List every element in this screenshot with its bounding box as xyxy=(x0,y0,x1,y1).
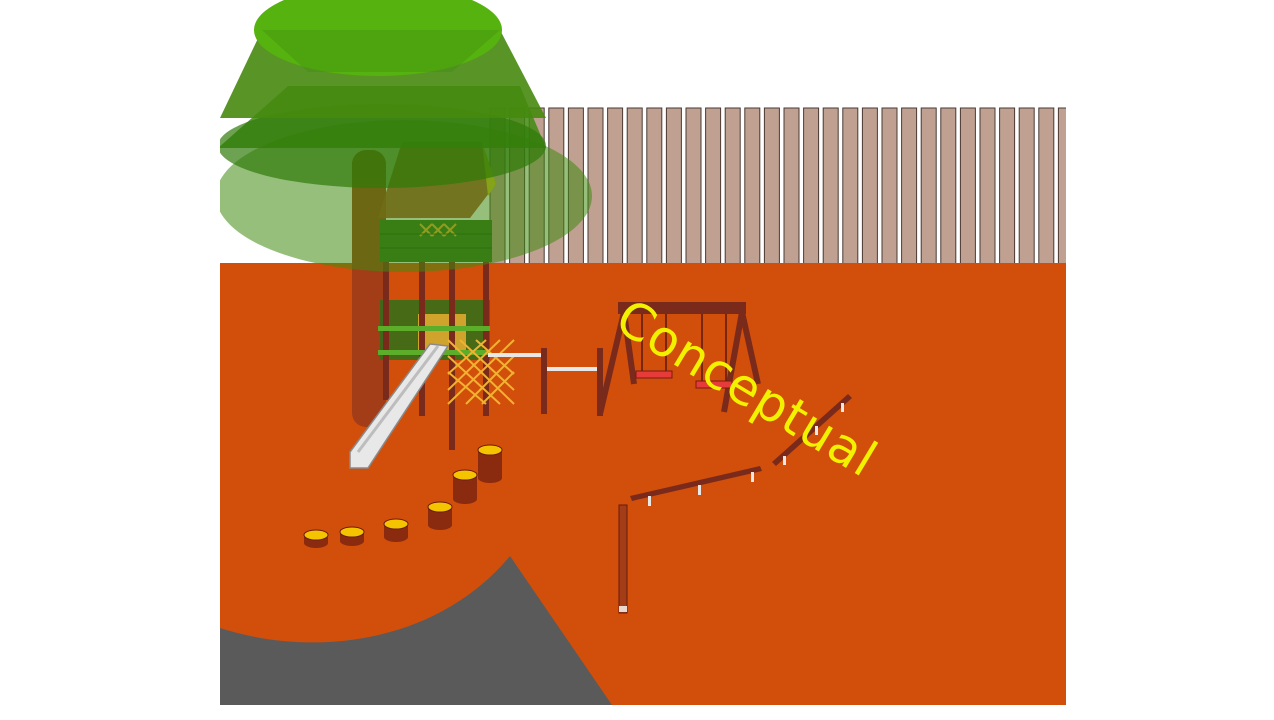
fence-plank xyxy=(607,107,624,265)
monkey-bars xyxy=(488,348,603,416)
fence-plank xyxy=(959,107,976,265)
fence-plank xyxy=(626,107,643,265)
fence-plank xyxy=(861,107,878,265)
fence-plank xyxy=(901,107,918,265)
fence-plank xyxy=(842,107,859,265)
fence-plank xyxy=(999,107,1016,265)
fence-plank xyxy=(705,107,722,265)
stump xyxy=(427,501,453,530)
stump xyxy=(383,518,409,542)
fence-plank xyxy=(646,107,663,265)
fence-plank xyxy=(979,107,996,265)
fence-plank xyxy=(803,107,820,265)
swing-beam xyxy=(618,302,746,314)
fence-plank xyxy=(940,107,957,265)
fence-plank xyxy=(665,107,682,265)
fence-plank xyxy=(744,107,761,265)
fence-plank xyxy=(1038,107,1055,265)
swing-seat xyxy=(695,380,733,389)
fence-plank xyxy=(1057,107,1066,265)
stump xyxy=(452,469,478,504)
balance-beam xyxy=(618,394,852,614)
stump xyxy=(339,526,365,546)
fence-plank xyxy=(783,107,800,265)
slide xyxy=(349,343,450,469)
fence-plank xyxy=(1018,107,1035,265)
gray-path xyxy=(220,556,612,705)
fence-plank xyxy=(920,107,937,265)
stump xyxy=(477,444,503,483)
wooden-fence xyxy=(489,107,1066,265)
fence-plank xyxy=(724,107,741,265)
fence-plank xyxy=(881,107,898,265)
stepping-stumps xyxy=(303,444,503,548)
stump xyxy=(303,529,329,548)
swing-set xyxy=(597,302,761,415)
fence-plank xyxy=(685,107,702,265)
fence-plank xyxy=(763,107,780,265)
tree-canopy xyxy=(220,0,592,272)
fence-plank xyxy=(822,107,839,265)
swing-seat xyxy=(635,370,673,379)
